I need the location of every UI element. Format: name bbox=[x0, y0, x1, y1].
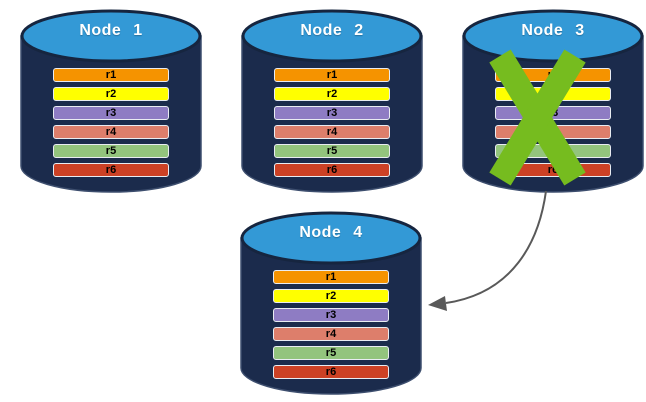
cylinder-top bbox=[241, 9, 423, 63]
replica-bar-r2: r2 bbox=[495, 87, 611, 101]
node-label: Node 2 bbox=[300, 22, 364, 39]
node-label: Node 4 bbox=[299, 224, 363, 241]
replica-bar-r5: r5 bbox=[274, 144, 390, 158]
cylinder-top bbox=[20, 9, 202, 63]
failover-arrow-line bbox=[445, 190, 547, 304]
replica-bar-r4: r4 bbox=[495, 125, 611, 139]
replica-bar-r4: r4 bbox=[273, 327, 389, 341]
failover-arrow-head bbox=[428, 296, 447, 311]
replica-bar-r6: r6 bbox=[53, 163, 169, 177]
replica-bar-r5: r5 bbox=[273, 346, 389, 360]
replica-bar-r3: r3 bbox=[495, 106, 611, 120]
replica-bar-r2: r2 bbox=[273, 289, 389, 303]
node-4: Node 4 r1 r2 r3 r4 r5 r6 bbox=[240, 211, 422, 395]
replica-bar-r1: r1 bbox=[273, 270, 389, 284]
replica-bar-r1: r1 bbox=[53, 68, 169, 82]
node-label: Node 3 bbox=[521, 22, 585, 39]
replica-bar-r3: r3 bbox=[274, 106, 390, 120]
replica-list: r1 r2 r3 r4 r5 r6 bbox=[53, 68, 169, 182]
node-label: Node 1 bbox=[79, 22, 143, 39]
node-1: Node 1 r1 r2 r3 r4 r5 r6 bbox=[20, 9, 202, 193]
replica-bar-r6: r6 bbox=[273, 365, 389, 379]
replica-bar-r3: r3 bbox=[273, 308, 389, 322]
replica-bar-r5: r5 bbox=[53, 144, 169, 158]
replica-bar-r6: r6 bbox=[495, 163, 611, 177]
replica-bar-r2: r2 bbox=[274, 87, 390, 101]
replica-bar-r1: r1 bbox=[274, 68, 390, 82]
replica-bar-r5: r5 bbox=[495, 144, 611, 158]
replica-bar-r4: r4 bbox=[274, 125, 390, 139]
replica-list: r1 r2 r3 r4 r5 r6 bbox=[495, 68, 611, 182]
node-3: Node 3 r1 r2 r3 r4 r5 r6 bbox=[462, 9, 644, 193]
node-2: Node 2 r1 r2 r3 r4 r5 r6 bbox=[241, 9, 423, 193]
replica-bar-r6: r6 bbox=[274, 163, 390, 177]
replica-bar-r3: r3 bbox=[53, 106, 169, 120]
cylinder-top bbox=[240, 211, 422, 265]
replica-list: r1 r2 r3 r4 r5 r6 bbox=[273, 270, 389, 384]
replica-bar-r4: r4 bbox=[53, 125, 169, 139]
replica-list: r1 r2 r3 r4 r5 r6 bbox=[274, 68, 390, 182]
replica-bar-r1: r1 bbox=[495, 68, 611, 82]
replica-bar-r2: r2 bbox=[53, 87, 169, 101]
